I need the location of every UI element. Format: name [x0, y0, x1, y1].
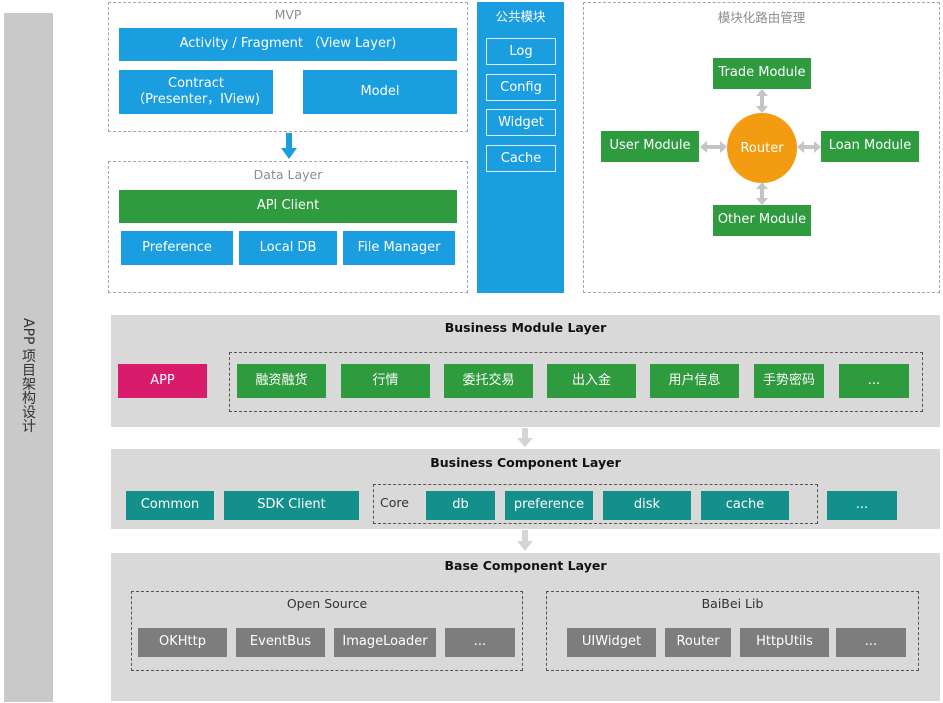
widget-box: Widget	[486, 109, 556, 136]
loan-module-box: Loan Module	[821, 131, 919, 162]
business-to-component-arrow	[517, 428, 533, 447]
side-band	[4, 13, 53, 702]
imageloader-box: ImageLoader	[334, 628, 436, 657]
common-module-title: 公共模块	[495, 9, 546, 24]
trade-module-box: Trade Module	[713, 58, 811, 89]
core-disk-box: disk	[603, 491, 691, 520]
baibei-lib-title: BaiBei Lib	[701, 596, 764, 611]
cache-box: Cache	[486, 145, 556, 172]
core-db-box: db	[426, 491, 495, 520]
common-module-column	[477, 2, 564, 293]
preference-box: Preference	[121, 231, 233, 265]
eventbus-box: EventBus	[236, 628, 325, 657]
router-loan-arrow	[797, 141, 821, 153]
api-client-box: API Client	[119, 190, 457, 223]
router-other-arrow	[756, 182, 768, 205]
okhttp-box: OKHttp	[138, 628, 227, 657]
business-module-churujin: 出入金	[547, 364, 636, 398]
uiwidget-box: UIWidget	[567, 628, 656, 657]
business-module-layer-title: Business Module Layer	[444, 320, 607, 335]
open-source-more: ...	[445, 628, 515, 657]
core-label: Core	[380, 495, 409, 510]
business-module-hangqing: 行情	[341, 364, 430, 398]
open-source-group	[131, 591, 523, 671]
app-box: APP	[118, 364, 207, 398]
core-cache-box: cache	[701, 491, 789, 520]
model-box: Model	[303, 70, 457, 114]
local-db-box: Local DB	[239, 231, 337, 265]
config-box: Config	[486, 74, 556, 101]
routing-title: 模块化路由管理	[717, 10, 806, 25]
business-module-userinfo: 用户信息	[650, 364, 739, 398]
core-group	[373, 484, 818, 524]
router-trade-arrow	[756, 89, 768, 113]
data-layer-title: Data Layer	[253, 167, 323, 182]
mvp-to-data-arrow	[281, 133, 297, 159]
core-preference-box: preference	[505, 491, 593, 520]
routing-group	[583, 2, 940, 293]
router-circle: Router	[727, 113, 797, 183]
httputils-box: HttpUtils	[740, 628, 829, 657]
router-lib-box: Router	[665, 628, 731, 657]
base-component-layer	[111, 553, 940, 701]
business-module-weituo: 委托交易	[444, 364, 533, 398]
contract-label: Contract	[168, 75, 224, 91]
other-module-box: Other Module	[713, 205, 811, 236]
component-to-base-arrow	[517, 530, 533, 551]
router-user-arrow	[700, 141, 727, 153]
data-layer-group	[108, 161, 468, 293]
open-source-title: Open Source	[286, 596, 368, 611]
baibei-more: ...	[836, 628, 906, 657]
common-component-box: Common	[126, 491, 214, 520]
file-manager-box: File Manager	[343, 231, 455, 265]
business-component-layer-title: Business Component Layer	[430, 455, 621, 470]
side-label: APP 项目架构设计	[20, 318, 36, 433]
baibei-lib-group	[546, 591, 919, 671]
business-module-gesture: 手势密码	[754, 364, 824, 398]
sdk-client-box: SDK Client	[224, 491, 359, 520]
log-box: Log	[486, 38, 556, 65]
contract-box: Contract （Presenter，IView)	[119, 70, 273, 114]
business-component-more: ...	[827, 491, 897, 520]
business-modules-group	[229, 352, 923, 412]
user-module-box: User Module	[601, 131, 699, 162]
activity-fragment-box: Activity / Fragment （View Layer)	[119, 28, 457, 61]
business-module-more: ...	[839, 364, 909, 398]
base-component-layer-title: Base Component Layer	[444, 558, 607, 573]
business-module-rongzi: 融资融货	[237, 364, 326, 398]
contract-sublabel: （Presenter，IView)	[132, 92, 260, 107]
mvp-title: MVP	[274, 7, 302, 22]
mvp-group	[108, 2, 468, 132]
